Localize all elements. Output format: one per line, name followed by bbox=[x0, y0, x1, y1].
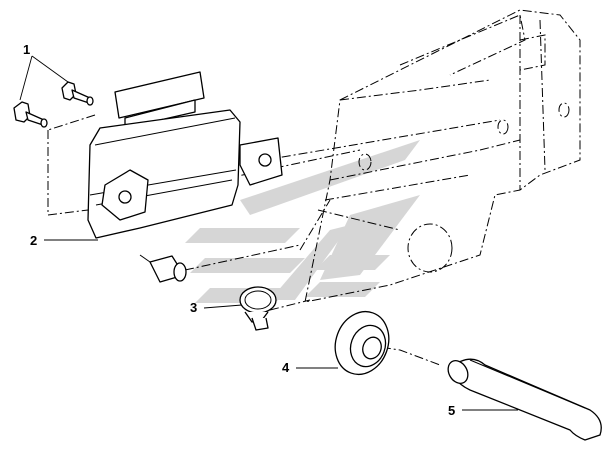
callout-5: 5 bbox=[448, 403, 455, 418]
callout-3: 3 bbox=[190, 300, 197, 315]
leader-lines bbox=[19, 55, 518, 411]
screw-part-1a bbox=[61, 81, 94, 106]
alignment-lines bbox=[47, 114, 501, 366]
grommet-part-4 bbox=[334, 310, 390, 376]
callout-4: 4 bbox=[282, 360, 290, 375]
hose-clamp-part-3 bbox=[239, 286, 277, 331]
hose-part-5 bbox=[447, 358, 602, 441]
callout-2: 2 bbox=[30, 233, 37, 248]
reservoir-tank-part-2 bbox=[87, 71, 283, 283]
screw-part-1b bbox=[13, 101, 48, 128]
mounting-panel-phantom bbox=[304, 9, 581, 303]
callout-1: 1 bbox=[23, 42, 30, 57]
